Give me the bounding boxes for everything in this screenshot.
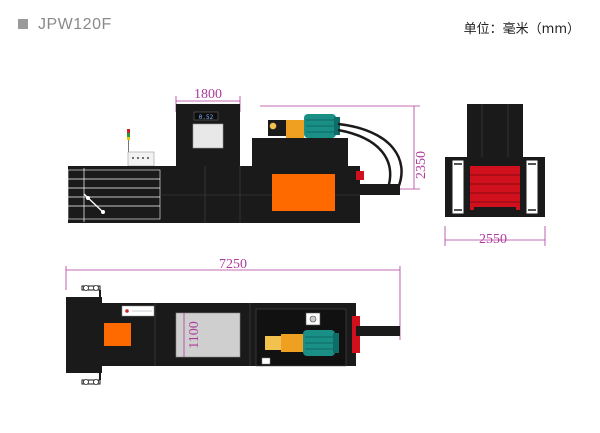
dim-height-label: 2350	[414, 151, 429, 179]
signal-light-green	[127, 133, 130, 137]
side-hopper	[467, 104, 523, 166]
top-view: 7250 1100	[65, 257, 401, 385]
dim-chamber-label: 1100	[187, 321, 202, 348]
top-valve-block	[265, 336, 281, 350]
title-square-icon	[18, 19, 28, 29]
signal-light-red	[127, 129, 130, 133]
top-pump	[281, 334, 303, 352]
side-ram-red	[470, 166, 520, 210]
control-window	[192, 123, 224, 149]
model-name: JPW120F	[38, 16, 112, 33]
dim-height: 2350	[260, 105, 429, 190]
operator-panel	[127, 151, 155, 167]
chamber-opening	[175, 312, 241, 358]
dim-chamber: 1100	[183, 313, 202, 357]
dim-length: 7250	[65, 257, 401, 340]
digital-display-value: 0.52	[199, 114, 214, 121]
cylinder-window-orange	[272, 174, 335, 211]
top-cylinder-rod	[356, 326, 400, 336]
pump-block	[286, 120, 304, 138]
dim-width-top-label: 1800	[194, 87, 222, 102]
hydraulic-hose	[337, 122, 403, 189]
front-view: 1800 2350 0.52	[67, 87, 429, 223]
dim-length-label: 7250	[219, 257, 247, 272]
side-view: 2550	[444, 104, 546, 247]
dim-side-width: 2550	[444, 226, 546, 247]
dim-side-width-label: 2550	[479, 232, 507, 247]
digital-display	[193, 111, 219, 121]
units-note: 单位：毫米（mm）	[463, 22, 580, 37]
cylinder-rod	[360, 184, 400, 195]
cylinder-cap-red	[356, 171, 364, 180]
top-orange-panel	[104, 323, 131, 346]
signal-light-yellow	[127, 137, 130, 140]
model-title: JPW120F	[18, 16, 112, 34]
pressure-gauge-icon	[269, 122, 277, 130]
hydraulic-tank	[252, 138, 348, 167]
